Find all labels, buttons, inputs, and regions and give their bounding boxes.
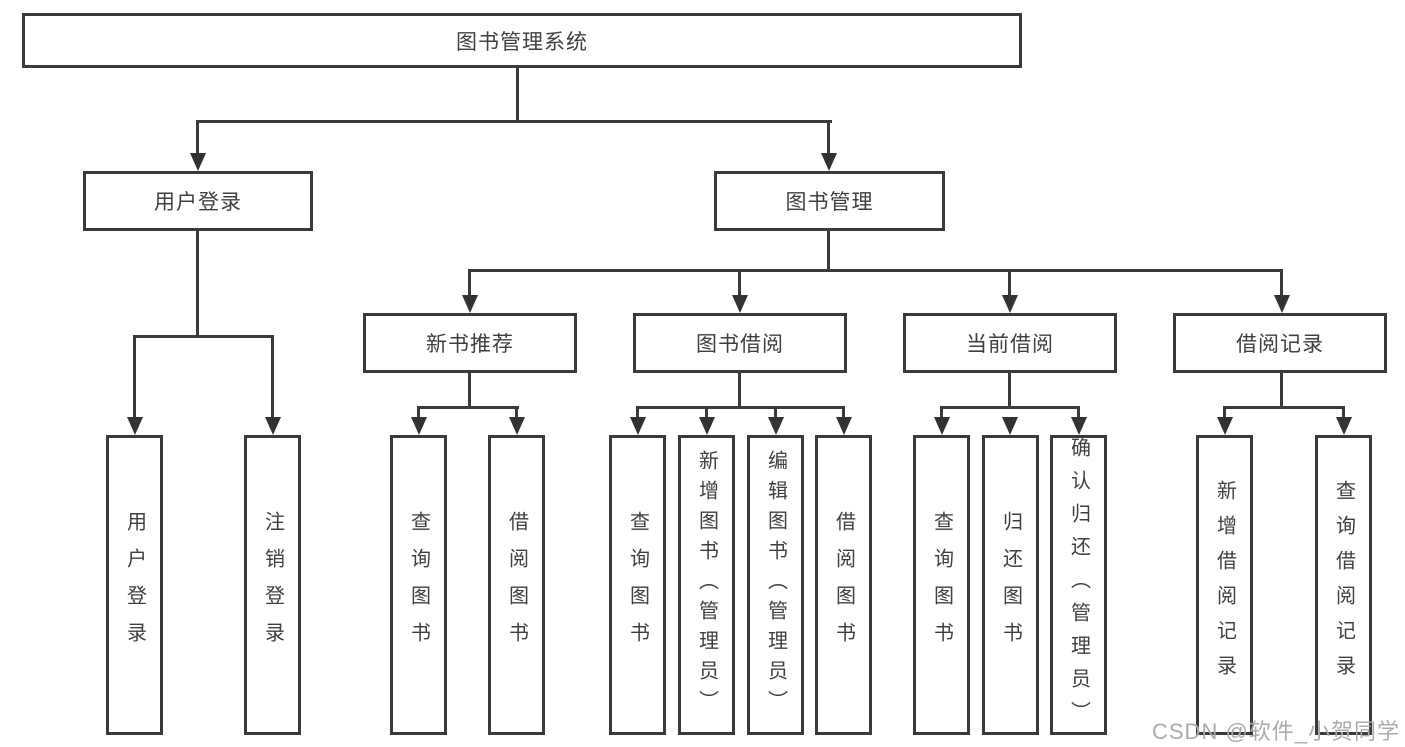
leaf-confirm-return-admin: 确认归还（管理员）	[1050, 435, 1107, 735]
leaf-query-books-recommend: 查询图书	[390, 435, 447, 735]
leaf-label: 新增借阅记录	[1213, 480, 1236, 690]
arrowhead-down-icon	[821, 153, 837, 171]
arrowhead-down-icon	[1336, 417, 1352, 435]
arrowhead-down-icon	[411, 417, 427, 435]
leaf-borrow-books-recommend: 借阅图书	[488, 435, 545, 735]
node-borrowing-records: 借阅记录	[1173, 313, 1387, 373]
connector-line	[468, 269, 1283, 272]
leaf-label: 借阅图书	[832, 511, 855, 659]
leaf-label: 用户登录	[123, 511, 146, 659]
leaf-logout: 注销登录	[244, 435, 301, 735]
leaf-label: 确认归还（管理员）	[1067, 436, 1090, 734]
arrowhead-down-icon	[630, 417, 646, 435]
connector-line	[636, 406, 845, 409]
connector-line	[468, 269, 471, 295]
connector-line	[271, 335, 274, 417]
connector-line	[1077, 406, 1080, 417]
connector-line	[515, 406, 518, 417]
arrowhead-down-icon	[1274, 295, 1290, 313]
leaf-return-books: 归还图书	[982, 435, 1039, 735]
connector-line	[940, 406, 943, 417]
leaf-edit-books-admin: 编辑图书（管理员）	[747, 435, 804, 735]
leaf-query-borrow-record: 查询借阅记录	[1315, 435, 1372, 735]
leaf-add-borrow-record: 新增借阅记录	[1196, 435, 1253, 735]
node-book-borrowing: 图书借阅	[633, 313, 847, 373]
connector-line	[1223, 406, 1226, 417]
leaf-label: 注销登录	[261, 511, 284, 659]
leaf-label: 查询图书	[930, 511, 953, 659]
arrowhead-down-icon	[836, 417, 852, 435]
connector-line	[636, 406, 639, 417]
connector-line	[705, 406, 708, 417]
arrowhead-down-icon	[699, 417, 715, 435]
arrowhead-down-icon	[1002, 295, 1018, 313]
leaf-label: 新增图书（管理员）	[695, 450, 718, 720]
leaf-label: 编辑图书（管理员）	[764, 450, 787, 720]
connector-line	[1008, 269, 1011, 295]
leaf-user-login: 用户登录	[106, 435, 163, 735]
connector-line	[133, 335, 274, 338]
arrowhead-down-icon	[127, 417, 143, 435]
leaf-add-books-admin: 新增图书（管理员）	[678, 435, 735, 735]
connector-line	[196, 231, 199, 337]
connector-line	[1223, 406, 1345, 409]
connector-line	[417, 406, 420, 417]
arrowhead-down-icon	[1071, 417, 1087, 435]
connector-line	[774, 406, 777, 417]
connector-line	[1280, 373, 1283, 408]
leaf-query-books-current: 查询图书	[913, 435, 970, 735]
connector-line	[196, 120, 832, 123]
connector-line	[827, 231, 830, 272]
connector-line	[516, 68, 519, 122]
node-current-borrowing: 当前借阅	[903, 313, 1117, 373]
connector-line	[940, 406, 1080, 409]
arrowhead-down-icon	[509, 417, 525, 435]
arrowhead-down-icon	[265, 417, 281, 435]
connector-line	[827, 120, 830, 153]
csdn-watermark: CSDN @软件_小贺同学	[1152, 719, 1401, 744]
leaf-label: 查询图书	[407, 511, 430, 659]
arrowhead-down-icon	[1002, 417, 1018, 435]
leaf-label: 查询借阅记录	[1332, 480, 1355, 690]
leaf-query-books-borrowing: 查询图书	[609, 435, 666, 735]
connector-line	[417, 406, 519, 409]
arrowhead-down-icon	[768, 417, 784, 435]
node-user-login: 用户登录	[83, 171, 313, 231]
connector-line	[1280, 269, 1283, 295]
connector-line	[468, 373, 471, 408]
connector-line	[842, 406, 845, 417]
node-new-book-recommendation: 新书推荐	[363, 313, 577, 373]
leaf-borrow-books: 借阅图书	[815, 435, 872, 735]
connector-line	[738, 373, 741, 408]
arrowhead-down-icon	[732, 295, 748, 313]
connector-line	[1342, 406, 1345, 417]
leaf-label: 归还图书	[999, 511, 1022, 659]
arrowhead-down-icon	[462, 295, 478, 313]
connector-line	[196, 120, 199, 153]
connector-line	[133, 335, 136, 417]
leaf-label: 查询图书	[626, 511, 649, 659]
leaf-label: 借阅图书	[505, 511, 528, 659]
connector-line	[1008, 373, 1011, 408]
node-book-management: 图书管理	[714, 171, 945, 231]
arrowhead-down-icon	[190, 153, 206, 171]
arrowhead-down-icon	[1217, 417, 1233, 435]
node-root-library-management-system: 图书管理系统	[22, 13, 1022, 68]
arrowhead-down-icon	[934, 417, 950, 435]
connector-line	[738, 269, 741, 295]
